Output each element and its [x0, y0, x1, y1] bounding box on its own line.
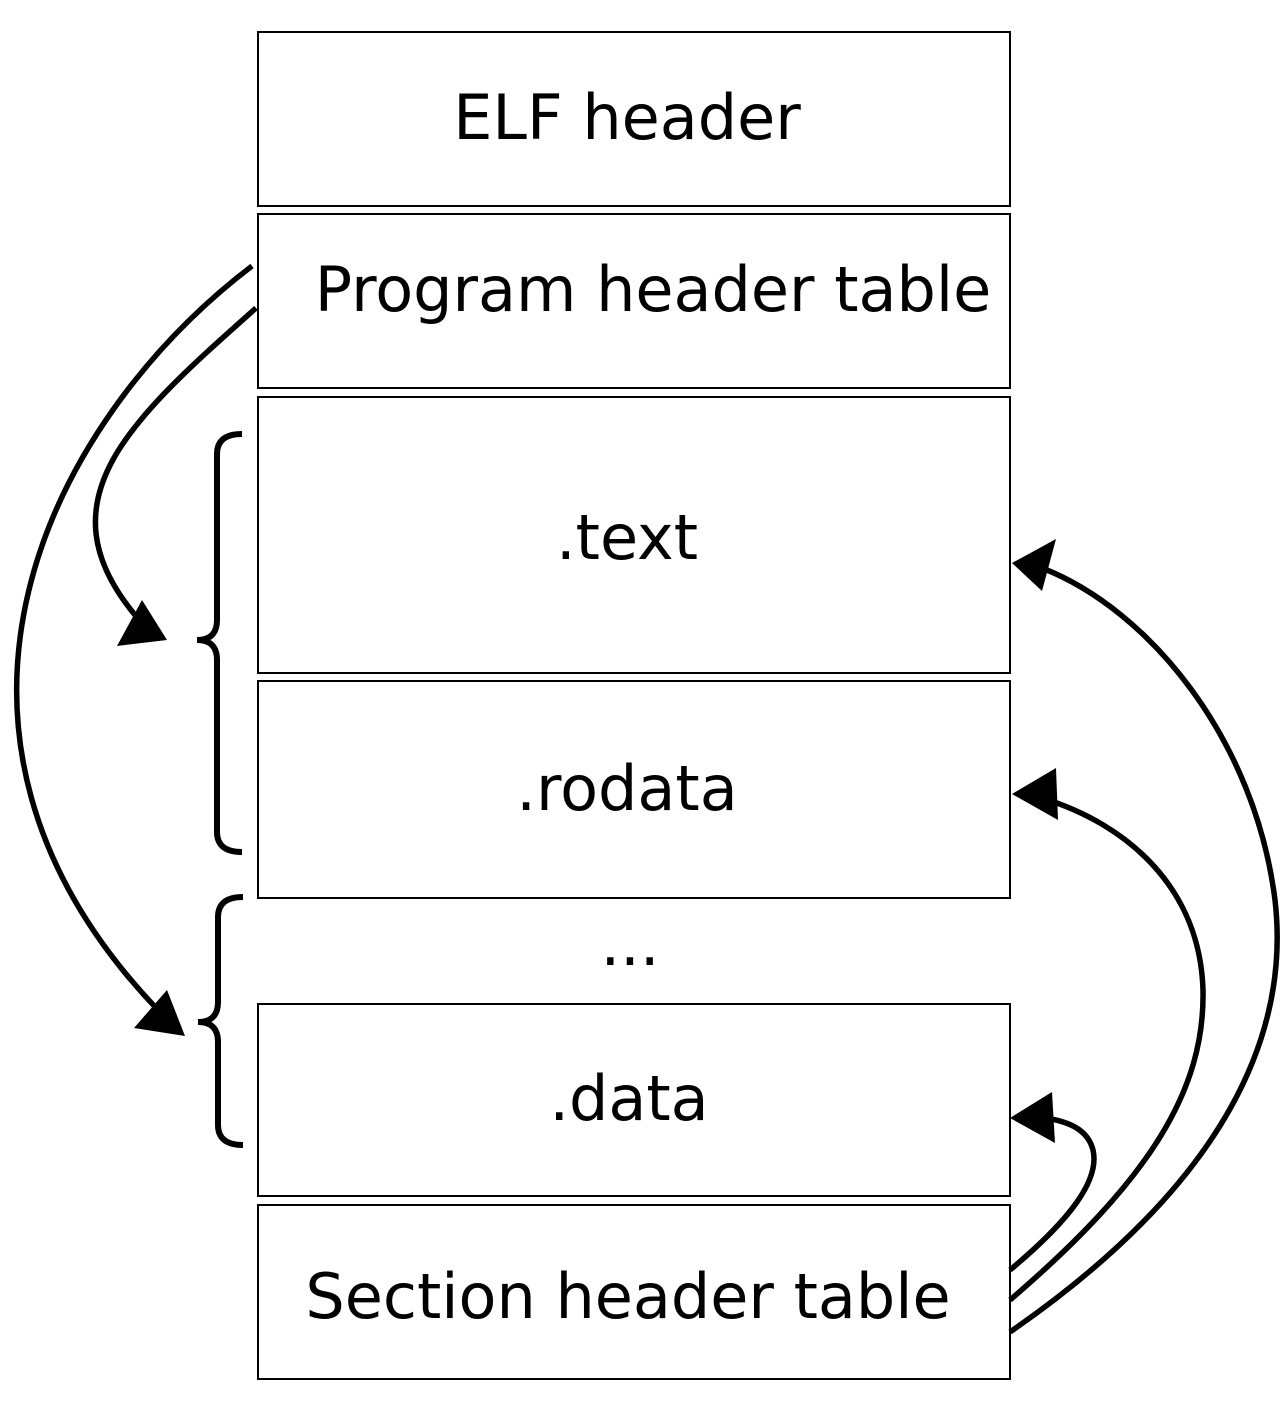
section-header-to-rodata-arrow — [1008, 795, 1206, 1303]
program-header-to-segment-1-arrow — [92, 305, 258, 617]
data-section-label: .data — [549, 1062, 708, 1135]
segment-1-brace — [196, 431, 243, 855]
section-header-table-block: Section header table — [257, 1204, 1011, 1380]
text-section-block: .text — [257, 396, 1011, 674]
elf-header-label: ELF header — [453, 81, 801, 154]
program-header-table-label: Program header table — [315, 253, 991, 326]
rodata-section-label: .rodata — [516, 752, 737, 825]
section-header-to-text-arrowhead — [1012, 539, 1056, 591]
data-section-block: .data — [257, 1003, 1011, 1197]
segment-2-brace — [197, 894, 244, 1148]
program-header-to-segment-2-arrow — [13, 263, 254, 1012]
section-header-to-data-arrow — [1008, 1115, 1097, 1273]
section-header-to-rodata-arrowhead — [1012, 768, 1058, 820]
ellipsis-label: ... — [600, 907, 659, 980]
text-section-label: .text — [556, 501, 698, 574]
rodata-section-block: .rodata — [257, 680, 1011, 899]
section-header-table-label: Section header table — [305, 1260, 950, 1333]
elf-header-block: ELF header — [257, 31, 1011, 207]
section-header-to-data-arrowhead — [1010, 1092, 1055, 1143]
program-header-table-block: Program header table — [257, 213, 1011, 389]
program-header-to-segment-1-arrowhead — [117, 600, 167, 646]
program-header-to-segment-2-arrowhead — [134, 990, 185, 1036]
section-header-to-text-arrow — [1008, 565, 1280, 1335]
